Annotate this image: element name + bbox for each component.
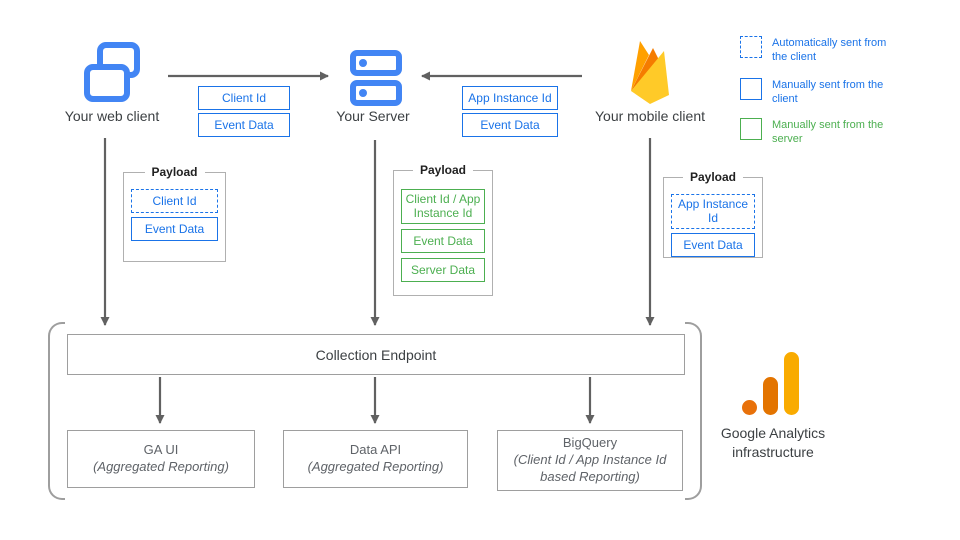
web-client-icon [84, 42, 140, 104]
payload-chip-server-data: Server Data [401, 257, 485, 282]
web-client-label: Your web client [64, 108, 160, 124]
server-unit [350, 80, 402, 106]
payload-chip-event-data: Event Data [131, 217, 218, 241]
chip-app-instance-id: App Instance Id [462, 86, 558, 110]
google-analytics-logo-icon [742, 352, 799, 415]
solid-blue-square-icon [740, 78, 762, 100]
service-subtitle: (Aggregated Reporting) [307, 459, 444, 474]
mobile-client-label: Your mobile client [595, 108, 705, 124]
dashed-blue-square-icon [740, 36, 762, 58]
server-payload-box: Payload Client Id / App Instance Id Even… [393, 163, 493, 296]
server-label: Your Server [336, 108, 410, 124]
payload-chip-event-data: Event Data [401, 228, 485, 253]
server-unit [350, 50, 402, 76]
web-to-server-chips: Client Id Event Data [198, 86, 290, 137]
server-icon [350, 50, 402, 106]
chip-event-data: Event Data [462, 113, 558, 137]
legend-item-auto-client: Automatically sent from the client [740, 36, 920, 65]
payload-chip-client-id: Client Id [131, 189, 218, 213]
web-payload-box: Payload Client Id Event Data [123, 165, 226, 262]
payload-title: Payload [144, 165, 205, 179]
ga-logo-dot [742, 400, 757, 415]
service-subtitle: (Aggregated Reporting) [93, 459, 229, 474]
ga-infrastructure-caption: Google Analytics infrastructure [720, 425, 826, 460]
payload-chip-app-instance-id: App Instance Id [671, 194, 755, 229]
payload-chip-event-data: Event Data [671, 232, 755, 257]
ga-logo-mid-bar [763, 377, 778, 415]
firebase-flame-icon [631, 41, 669, 104]
payload-title: Payload [682, 170, 744, 184]
mobile-to-server-chips: App Instance Id Event Data [462, 86, 558, 137]
service-title: BigQuery [562, 435, 618, 450]
infrastructure-bracket-left [48, 322, 65, 500]
server-led-dot [359, 89, 367, 97]
service-subtitle: (Client Id / App Instance Id based Repor… [513, 451, 667, 484]
data-api-box: Data API (Aggregated Reporting) [283, 430, 468, 488]
browser-window-front [84, 64, 130, 102]
legend-label: Manually sent from the client [772, 79, 884, 106]
collection-endpoint-box: Collection Endpoint [67, 334, 685, 375]
solid-green-square-icon [740, 118, 762, 140]
legend-item-manual-server: Manually sent from the server [740, 118, 920, 147]
service-title: GA UI [143, 442, 179, 458]
ga-logo-tall-bar [784, 352, 799, 415]
payload-title: Payload [412, 163, 474, 177]
service-title: Data API [349, 442, 402, 458]
server-led-dot [359, 59, 367, 67]
ga-ui-box: GA UI (Aggregated Reporting) [67, 430, 255, 488]
legend-label: Manually sent from the server [772, 119, 884, 146]
legend-label: Automatically sent from the client [772, 37, 887, 64]
infrastructure-bracket-right [685, 322, 702, 500]
mobile-payload-box: Payload App Instance Id Event Data [663, 170, 763, 258]
chip-client-id: Client Id [198, 86, 290, 110]
bigquery-box: BigQuery (Client Id / App Instance Id ba… [497, 430, 683, 491]
legend-item-manual-client: Manually sent from the client [740, 78, 920, 107]
payload-chip-ids: Client Id / App Instance Id [401, 189, 485, 224]
chip-event-data: Event Data [198, 113, 290, 137]
